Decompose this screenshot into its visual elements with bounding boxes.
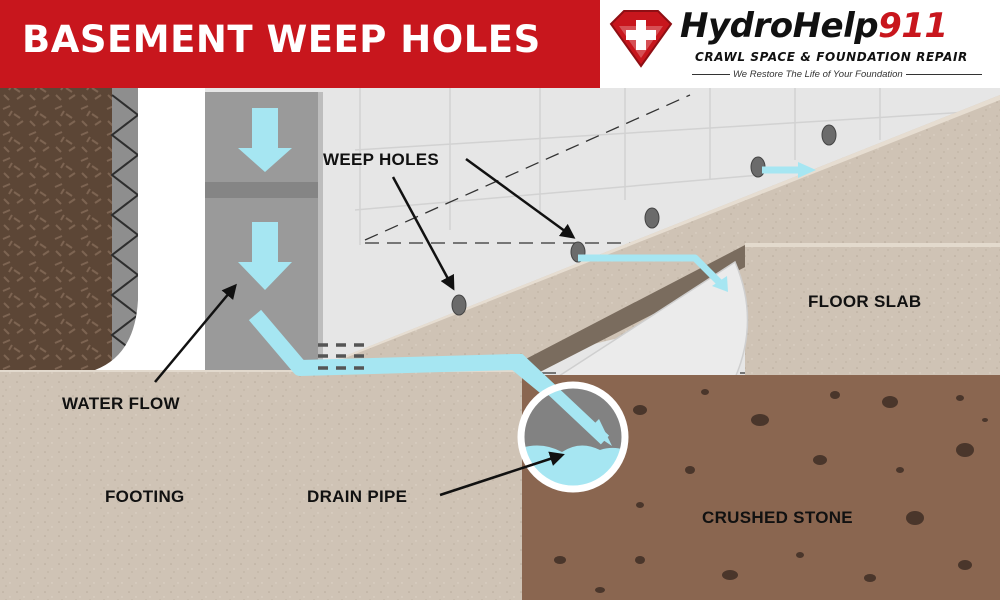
water-column-edge xyxy=(318,92,323,370)
logo-name: HydroHelp911 xyxy=(680,6,948,46)
floor-slab xyxy=(745,243,1000,375)
water-flow-arrows xyxy=(238,108,292,290)
floor-slab-label: FLOOR SLAB xyxy=(808,292,922,311)
pipe-cross-section-ring xyxy=(517,381,629,493)
weep-holes-arrow-1 xyxy=(391,176,455,291)
water-flow-label: WATER FLOW xyxy=(62,394,180,413)
inner-white-wall xyxy=(95,88,205,370)
logo-name-main: HydroHelp xyxy=(680,6,879,46)
weep-hole-water-1 xyxy=(578,254,725,288)
pipe-water-arrow-head xyxy=(588,419,612,446)
membrane-zigzag xyxy=(110,94,140,356)
drain-pipe-arrow xyxy=(439,451,565,497)
brand-logo: HydroHelp911 CRAWL SPACE & FOUNDATION RE… xyxy=(600,0,1000,88)
block-wall-joints xyxy=(354,88,1000,245)
crushed-stone-label: CRUSHED STONE xyxy=(702,508,853,527)
weep-hole-water-1-head xyxy=(712,276,728,292)
weep-holes xyxy=(451,124,837,316)
logo-tagline: CRAWL SPACE & FOUNDATION REPAIR xyxy=(695,50,968,64)
drain-pipe-label: DRAIN PIPE xyxy=(307,487,408,506)
callout-arrows xyxy=(154,157,576,497)
shield-cross-icon xyxy=(609,10,673,68)
weep-holes-label: WEEP HOLES xyxy=(323,150,440,169)
footing-label: FOOTING xyxy=(105,487,185,506)
title-banner: BASEMENT WEEP HOLES xyxy=(0,0,600,88)
weep-holes-arrow-2 xyxy=(465,157,576,239)
logo-subtitle: We Restore The Life of Your Foundation xyxy=(730,69,906,80)
page-title: BASEMENT WEEP HOLES xyxy=(22,18,541,61)
slab-dark-edge xyxy=(520,245,755,372)
floor-slab-top xyxy=(745,243,1000,247)
stones xyxy=(554,389,988,593)
soil xyxy=(0,88,112,370)
footing xyxy=(0,370,522,600)
water-flow-arrow xyxy=(154,283,237,383)
dimple-membrane xyxy=(112,88,138,370)
water-column-band xyxy=(205,182,323,198)
weep-vent-marks xyxy=(318,343,372,370)
pipe-water-arrow xyxy=(510,354,610,445)
sloped-gravel-edge xyxy=(330,95,1000,362)
weep-hole-water-2-head xyxy=(798,162,816,178)
logo-name-number: 911 xyxy=(878,6,948,46)
